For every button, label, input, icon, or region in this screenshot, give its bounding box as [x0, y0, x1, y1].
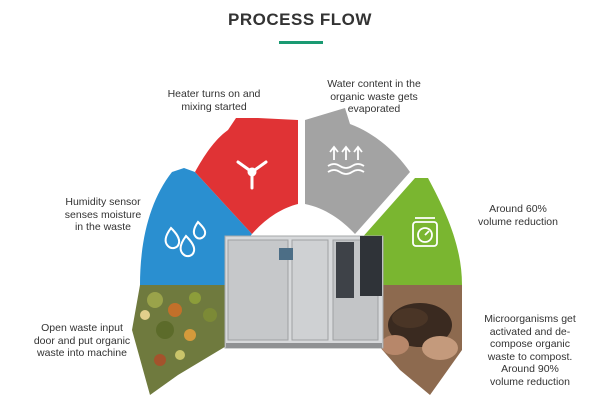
step-label-evaporation: Water content in the organic waste gets …	[327, 78, 421, 115]
weighing-scale-icon	[412, 217, 438, 247]
fan-icon	[236, 160, 268, 190]
organic-waste-photo	[132, 285, 228, 395]
water-drops-icon	[164, 220, 207, 258]
evaporation-icon	[327, 145, 365, 175]
segment-evaporation	[305, 108, 410, 234]
segment-heater	[195, 118, 298, 234]
page-title: PROCESS FLOW	[228, 10, 372, 29]
waste-texture	[140, 292, 217, 366]
compost-texture	[381, 303, 458, 360]
segment-volume-reduction	[360, 178, 462, 285]
title-underline	[279, 41, 323, 44]
step-label-humidity: Humidity sensor senses moisture in the w…	[64, 196, 142, 233]
composting-machine-image	[224, 235, 384, 349]
step-label-heater: Heater turns on and mixing started	[167, 88, 261, 113]
step-label-input: Open waste input door and put organic wa…	[33, 322, 131, 359]
step-label-volume-60: Around 60% volume reduction	[478, 203, 558, 228]
step-label-compost: Microorganisms get activated and de- com…	[484, 313, 576, 388]
